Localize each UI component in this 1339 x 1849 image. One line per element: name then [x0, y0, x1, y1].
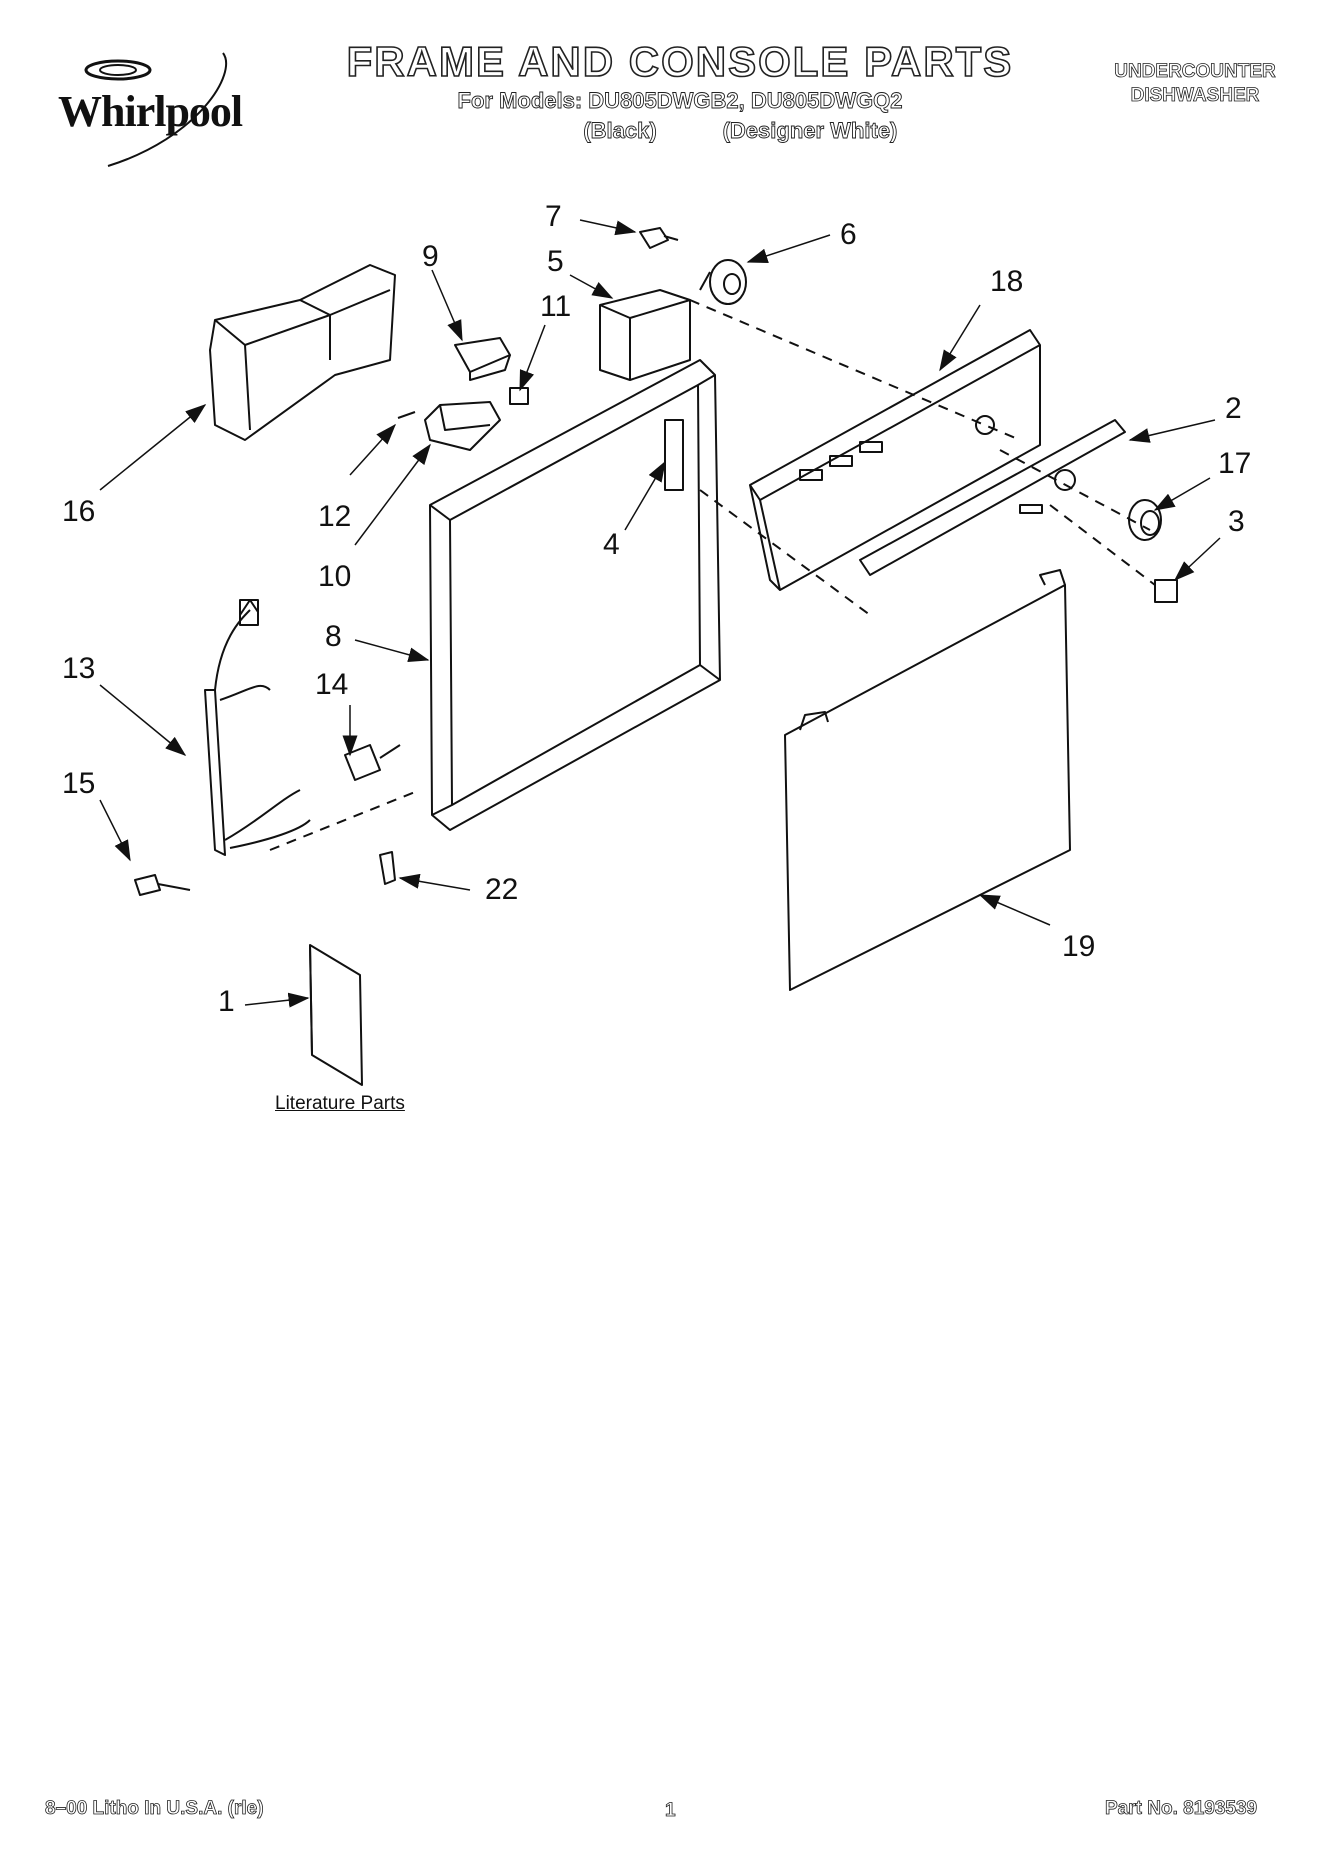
callout-22: 22 — [485, 873, 519, 906]
part-12-pin — [397, 411, 416, 419]
callout-15: 15 — [62, 767, 96, 800]
callout-13: 13 — [62, 652, 96, 685]
callout-18: 18 — [990, 265, 1024, 298]
part-13-wire-harness — [204, 599, 311, 856]
part-17-knob — [1128, 499, 1162, 541]
literature-parts-label: Literature Parts — [275, 1093, 405, 1114]
appliance-type-line2: DISHWASHER — [1130, 85, 1260, 107]
page-number: 1 — [665, 1800, 676, 1822]
part-18-console — [749, 329, 1041, 591]
callout-3: 3 — [1228, 505, 1245, 538]
callout-5: 5 — [547, 245, 564, 278]
brand-wordmark: Whirlpool — [58, 87, 243, 136]
color-white-label: (Designer White) — [722, 118, 898, 144]
page-title: FRAME AND CONSOLE PARTS — [346, 37, 1014, 86]
part-19-door-panel — [784, 569, 1071, 991]
callout-1: 1 — [218, 985, 235, 1018]
appliance-type-line1: UNDERCOUNTER — [1114, 61, 1276, 83]
callout-4: 4 — [603, 528, 620, 561]
part-6-knob — [699, 259, 747, 305]
part-10-bracket — [424, 401, 501, 451]
callout-11: 11 — [540, 290, 572, 323]
brand-logo: Whirlpool — [48, 48, 278, 168]
callout-19: 19 — [1062, 930, 1096, 963]
part-15-screw — [134, 874, 191, 896]
footer-litho: 8–00 Litho In U.S.A. (rle) — [45, 1798, 264, 1820]
callout-2: 2 — [1225, 392, 1242, 425]
callout-8: 8 — [325, 620, 342, 653]
callout-17: 17 — [1218, 447, 1252, 480]
color-black-label: (Black) — [583, 118, 657, 144]
part-22-clip — [379, 851, 396, 885]
part-7-screw — [639, 227, 679, 249]
part-1-literature — [309, 944, 363, 1086]
callout-10: 10 — [318, 560, 352, 593]
callout-6: 6 — [840, 218, 857, 251]
part-8-frame — [429, 359, 721, 831]
callout-14: 14 — [315, 668, 349, 701]
appliance-type: UNDERCOUNTER DISHWASHER — [1080, 60, 1310, 108]
part-4-latch — [664, 419, 684, 491]
callout-9: 9 — [422, 240, 439, 273]
part-2-escutcheon — [859, 419, 1126, 576]
part-11-connector — [509, 387, 529, 405]
part-14-sensor — [344, 744, 401, 781]
part-16-cover — [209, 264, 396, 441]
part-number: Part No. 8193539 — [1105, 1798, 1258, 1820]
whirlpool-swirl-icon — [84, 52, 228, 167]
models-line: For Models: DU805DWGB2, DU805DWGQ2 — [457, 88, 903, 114]
callout-12: 12 — [318, 500, 352, 533]
part-3-button — [1154, 579, 1178, 603]
callout-7: 7 — [545, 200, 562, 233]
part-5-module — [599, 289, 691, 381]
part-9-switch — [454, 337, 511, 381]
callout-16: 16 — [62, 495, 96, 528]
